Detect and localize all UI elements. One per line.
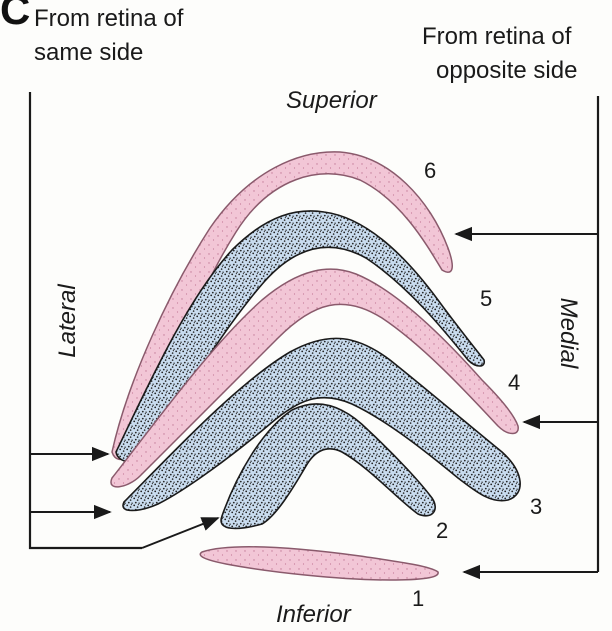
- label-same-side-line1: From retina of: [34, 4, 183, 34]
- label-lateral: Lateral: [53, 281, 83, 361]
- label-opposite-side-line2: opposite side: [436, 56, 577, 86]
- layer-number-4: 4: [508, 370, 520, 396]
- layer-number-2: 2: [436, 518, 448, 544]
- layer-number-6: 6: [424, 158, 436, 184]
- arrow-left-to-layer-2: [142, 518, 218, 548]
- label-superior: Superior: [286, 86, 377, 116]
- label-medial: Medial: [553, 293, 583, 373]
- layer-number-5: 5: [480, 286, 492, 312]
- label-same-side-line2: same side: [34, 38, 143, 68]
- layer-1: [200, 547, 438, 580]
- label-inferior: Inferior: [276, 600, 351, 630]
- layer-number-3: 3: [530, 494, 542, 520]
- corner-glyph: С: [0, 0, 30, 34]
- layer-number-1: 1: [412, 586, 424, 612]
- label-opposite-side-line1: From retina of: [422, 22, 571, 52]
